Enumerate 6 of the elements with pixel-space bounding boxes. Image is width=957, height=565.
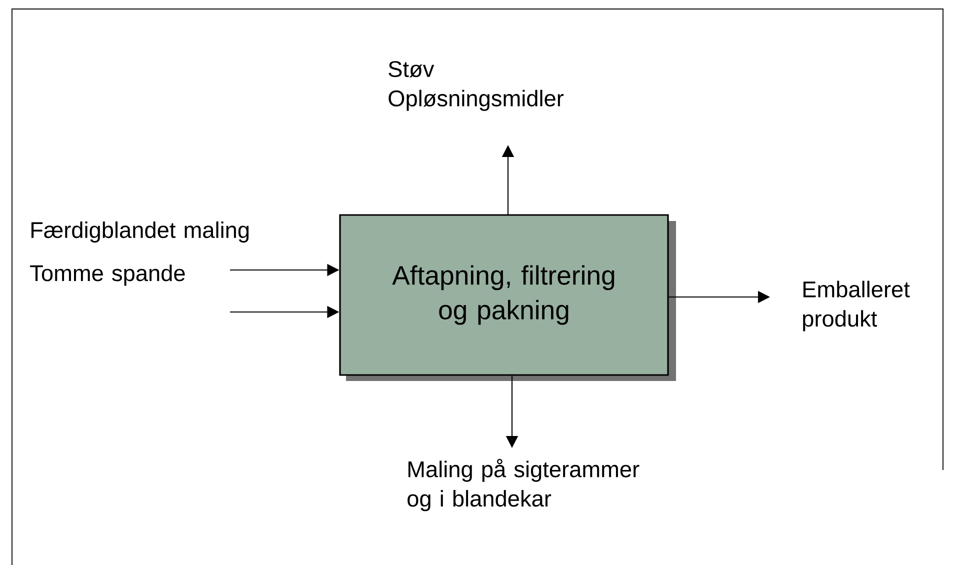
flow-label: Emballeret produkt xyxy=(803,280,910,332)
flow-label: Støv Opløsningsmidler xyxy=(388,61,564,111)
flow-label: Færdigblandet maling xyxy=(31,221,249,243)
flow-label: Maling på sigterammer og i blandekar xyxy=(408,458,640,512)
process-box: Aftapning, filtrering og pakning xyxy=(339,214,669,376)
flow-label: Tomme spande xyxy=(30,264,185,286)
